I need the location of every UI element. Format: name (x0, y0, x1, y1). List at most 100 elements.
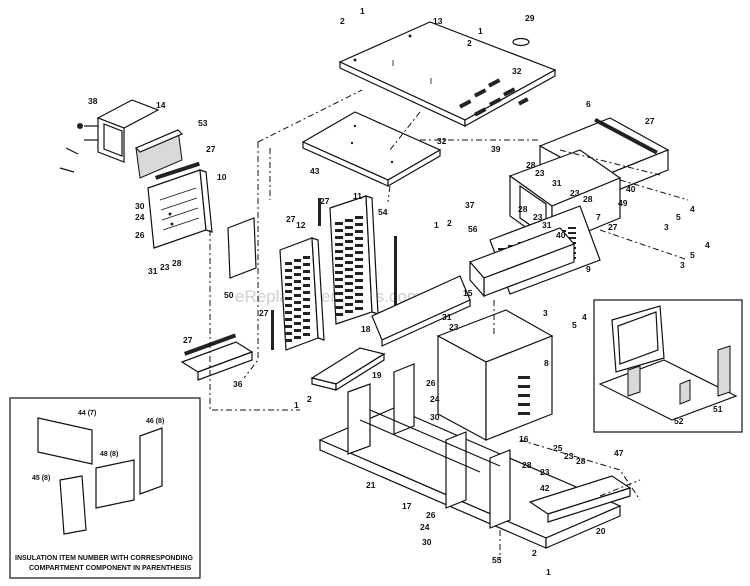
callout-5: 5 (676, 212, 681, 222)
callout-23: 23 (570, 188, 580, 198)
callout-27: 27 (608, 222, 618, 232)
callout-37: 37 (465, 200, 475, 210)
callout-23: 23 (535, 168, 545, 178)
callout-7: 7 (596, 212, 601, 222)
insulation-48 (95, 459, 135, 509)
callout-11: 11 (353, 191, 362, 201)
callout-2: 2 (447, 218, 452, 228)
base-channel-part (180, 333, 254, 381)
legend-45: 45 (8) (32, 475, 50, 482)
callout-31: 31 (542, 220, 552, 230)
callout-26: 26 (135, 230, 145, 240)
callout-27: 27 (286, 214, 296, 224)
louver-panel-part (279, 237, 325, 351)
callout-27: 27 (183, 335, 193, 345)
callout-2: 2 (307, 394, 312, 404)
callout-40: 40 (556, 230, 566, 240)
callout-19: 19 (372, 370, 382, 380)
callout-4: 4 (582, 312, 587, 322)
assembly-leader-lines (209, 89, 689, 560)
callout-36: 36 (233, 379, 243, 389)
detail-inset (593, 299, 743, 433)
callout-1: 1 (546, 567, 551, 577)
legend-48: 48 (8) (100, 451, 118, 458)
callout-16: 16 (519, 434, 529, 444)
callout-30: 30 (135, 201, 145, 211)
callout-18: 18 (361, 324, 371, 334)
callout-14: 14 (156, 100, 166, 110)
vent-cap-part (512, 37, 530, 47)
callout-42: 42 (540, 483, 550, 493)
top-cover-part (338, 21, 557, 128)
callout-40: 40 (626, 184, 636, 194)
callout-1: 1 (434, 220, 439, 230)
callout-32: 32 (437, 136, 447, 146)
insulation-44 (37, 417, 93, 465)
callout-30: 30 (430, 412, 440, 422)
callout-24: 24 (420, 522, 430, 532)
callout-17: 17 (402, 501, 412, 511)
callout-23: 23 (564, 451, 574, 461)
callout-55: 55 (492, 555, 502, 565)
callout-23: 23 (533, 212, 543, 222)
callout-9: 9 (586, 264, 591, 274)
callout-5: 5 (690, 250, 695, 260)
callout-26: 26 (426, 510, 436, 520)
callout-8: 8 (544, 358, 549, 368)
callout-1: 1 (478, 26, 483, 36)
callout-4: 4 (690, 204, 695, 214)
callout-47: 47 (614, 448, 624, 458)
callout-27: 27 (259, 308, 269, 318)
callout-27: 27 (320, 196, 330, 206)
callout-2: 2 (532, 548, 537, 558)
legend-caption-line2: COMPARTMENT COMPONENT IN PARENTHESIS (29, 565, 192, 572)
callout-3: 3 (680, 260, 685, 270)
callout-5: 5 (572, 320, 577, 330)
cross-support-part (310, 347, 386, 392)
callout-29: 29 (525, 13, 535, 23)
callout-49: 49 (618, 198, 628, 208)
callout-15: 15 (463, 288, 473, 298)
callout-30: 30 (422, 537, 432, 547)
callout-50: 50 (224, 290, 234, 300)
callout-12: 12 (296, 220, 306, 230)
callout-21: 21 (366, 480, 376, 490)
callout-2: 2 (340, 16, 345, 26)
control-panel-bracket-part (59, 99, 160, 173)
insulation-46 (139, 427, 163, 495)
callout-26: 26 (426, 378, 436, 388)
callout-54: 54 (378, 207, 388, 217)
watermark-text: eReplacementParts.com (235, 287, 421, 306)
callout-43: 43 (310, 166, 320, 176)
callout-4: 4 (705, 240, 710, 250)
callout-27: 27 (645, 116, 655, 126)
callout-13: 13 (433, 16, 443, 26)
callout-28: 28 (576, 456, 586, 466)
gasket-strip-part (271, 198, 397, 350)
callout-38: 38 (88, 96, 98, 106)
callout-28: 28 (526, 160, 536, 170)
callout-24: 24 (135, 212, 145, 222)
mount-block-part (468, 227, 576, 298)
callout-39: 39 (491, 144, 501, 154)
callout-25: 25 (553, 443, 563, 453)
callout-28: 28 (172, 258, 182, 268)
callout-3: 3 (664, 222, 669, 232)
callout-2: 2 (467, 38, 472, 48)
baffle-part (371, 275, 471, 347)
callout-31: 31 (552, 178, 562, 188)
callout-28: 28 (522, 460, 532, 470)
callout-31: 31 (148, 266, 158, 276)
callout-28: 28 (518, 204, 528, 214)
insulation-legend: 44 (7) 46 (8) 48 (8) 45 (8) INSULATION I… (9, 397, 201, 579)
callout-23: 23 (160, 262, 170, 272)
left-end-panel-part (147, 161, 213, 249)
callout-24: 24 (430, 394, 440, 404)
callout-23: 23 (449, 322, 459, 332)
bracket-insulation-part (134, 129, 184, 179)
callout-27: 27 (206, 144, 216, 154)
legend-caption-line1: INSULATION ITEM NUMBER WITH CORRESPONDIN… (15, 555, 194, 562)
enclosure-housing-part (436, 309, 554, 442)
callout-labels: 2 1 13 29 1 2 32 38 14 53 32 6 27 27 10 … (88, 6, 723, 577)
